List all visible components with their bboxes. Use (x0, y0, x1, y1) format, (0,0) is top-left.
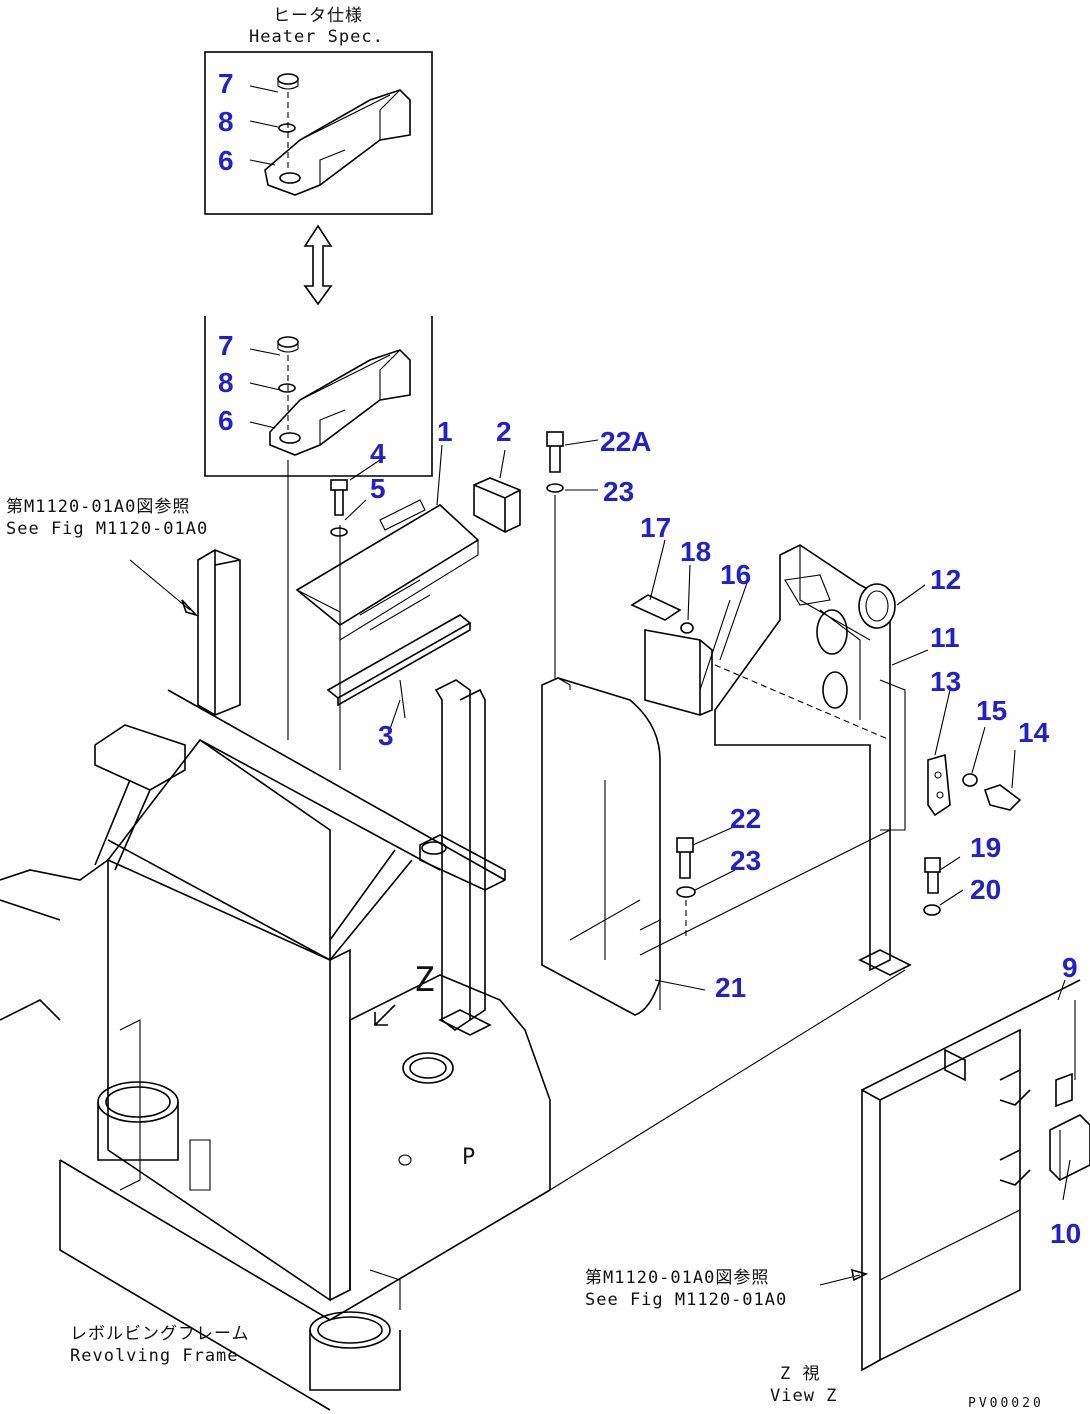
bolt-14 (983, 784, 1022, 811)
heater-spec-label-jp: ヒータ仕様 (273, 6, 363, 26)
drawing-code: PV00020 (968, 1396, 1044, 1411)
callout-7: 7 (218, 330, 234, 361)
cover-assembly (0, 679, 551, 1411)
callout-7-top: 7 (218, 68, 234, 99)
washer-20 (923, 904, 941, 916)
plate-16 (644, 629, 713, 716)
callout-6-top: 6 (218, 145, 234, 176)
callout-10: 10 (1050, 1218, 1082, 1249)
standard-bracket-box (204, 316, 433, 477)
see-fig-right-en: See Fig M1120-01A0 (585, 1290, 788, 1310)
hinge-13 (927, 753, 951, 817)
washer-15 (962, 773, 978, 787)
callout-17: 17 (640, 512, 672, 543)
revolving-frame-label-jp: レボルビングフレーム (70, 1324, 250, 1344)
callout-15: 15 (976, 695, 1008, 726)
bolt-19 (924, 857, 941, 873)
callout-13: 13 (930, 666, 962, 697)
cover-21 (541, 677, 661, 1016)
callout-4: 4 (370, 438, 386, 469)
double-arrow (303, 224, 333, 306)
callout-16: 16 (720, 559, 752, 590)
bolt-22 (676, 837, 694, 853)
callout-22a: 22A (600, 426, 652, 457)
bolt-4 (330, 479, 348, 537)
see-fig-left-jp: 第M1120-01A0図参照 (6, 497, 191, 517)
bar-3 (326, 614, 472, 707)
heater-spec-box (204, 51, 433, 215)
bolt-22a (546, 431, 564, 680)
callout-23: 23 (730, 845, 762, 876)
callout-1: 1 (437, 416, 453, 447)
z-mark: Z (414, 960, 435, 1000)
view-z-label-en: View Z (770, 1386, 838, 1406)
callout-21: 21 (715, 972, 747, 1003)
callout-8-top: 8 (218, 106, 234, 137)
z-arrow (374, 1004, 396, 1026)
column-left (197, 549, 241, 716)
p-mark: P (462, 1145, 477, 1170)
see-fig-right-jp: 第M1120-01A0図参照 (585, 1268, 770, 1288)
plate-1 (295, 499, 480, 641)
heater-bracket-top (264, 73, 411, 196)
grommet-12 (858, 583, 896, 629)
revolving-frame-label-en: Revolving Frame (70, 1346, 239, 1366)
washer-23-lower (676, 886, 696, 898)
callout-23-top: 23 (603, 476, 635, 507)
callout-20: 20 (970, 874, 1002, 905)
view-z (861, 979, 1090, 1372)
bracket-11 (714, 544, 912, 976)
view-z-label-jp: Z 視 (780, 1364, 821, 1384)
callout-18: 18 (680, 536, 712, 567)
callout-2: 2 (496, 416, 512, 447)
bolt-17 (630, 594, 682, 621)
callout-14: 14 (1018, 717, 1050, 748)
heater-bracket-standard (269, 336, 411, 456)
callout-5: 5 (370, 473, 386, 504)
callout-8: 8 (218, 367, 234, 398)
see-fig-left-en: See Fig M1120-01A0 (6, 519, 209, 539)
callout-19: 19 (970, 832, 1002, 863)
callout-11: 11 (930, 622, 960, 653)
washer-18 (680, 622, 694, 634)
block-2 (473, 477, 521, 533)
callout-9: 9 (1062, 952, 1078, 983)
heater-spec-label-en: Heater Spec. (249, 27, 384, 47)
callout-22: 22 (730, 803, 762, 834)
callout-6: 6 (218, 405, 234, 436)
callout-12: 12 (930, 564, 962, 595)
callout-3: 3 (378, 720, 394, 751)
